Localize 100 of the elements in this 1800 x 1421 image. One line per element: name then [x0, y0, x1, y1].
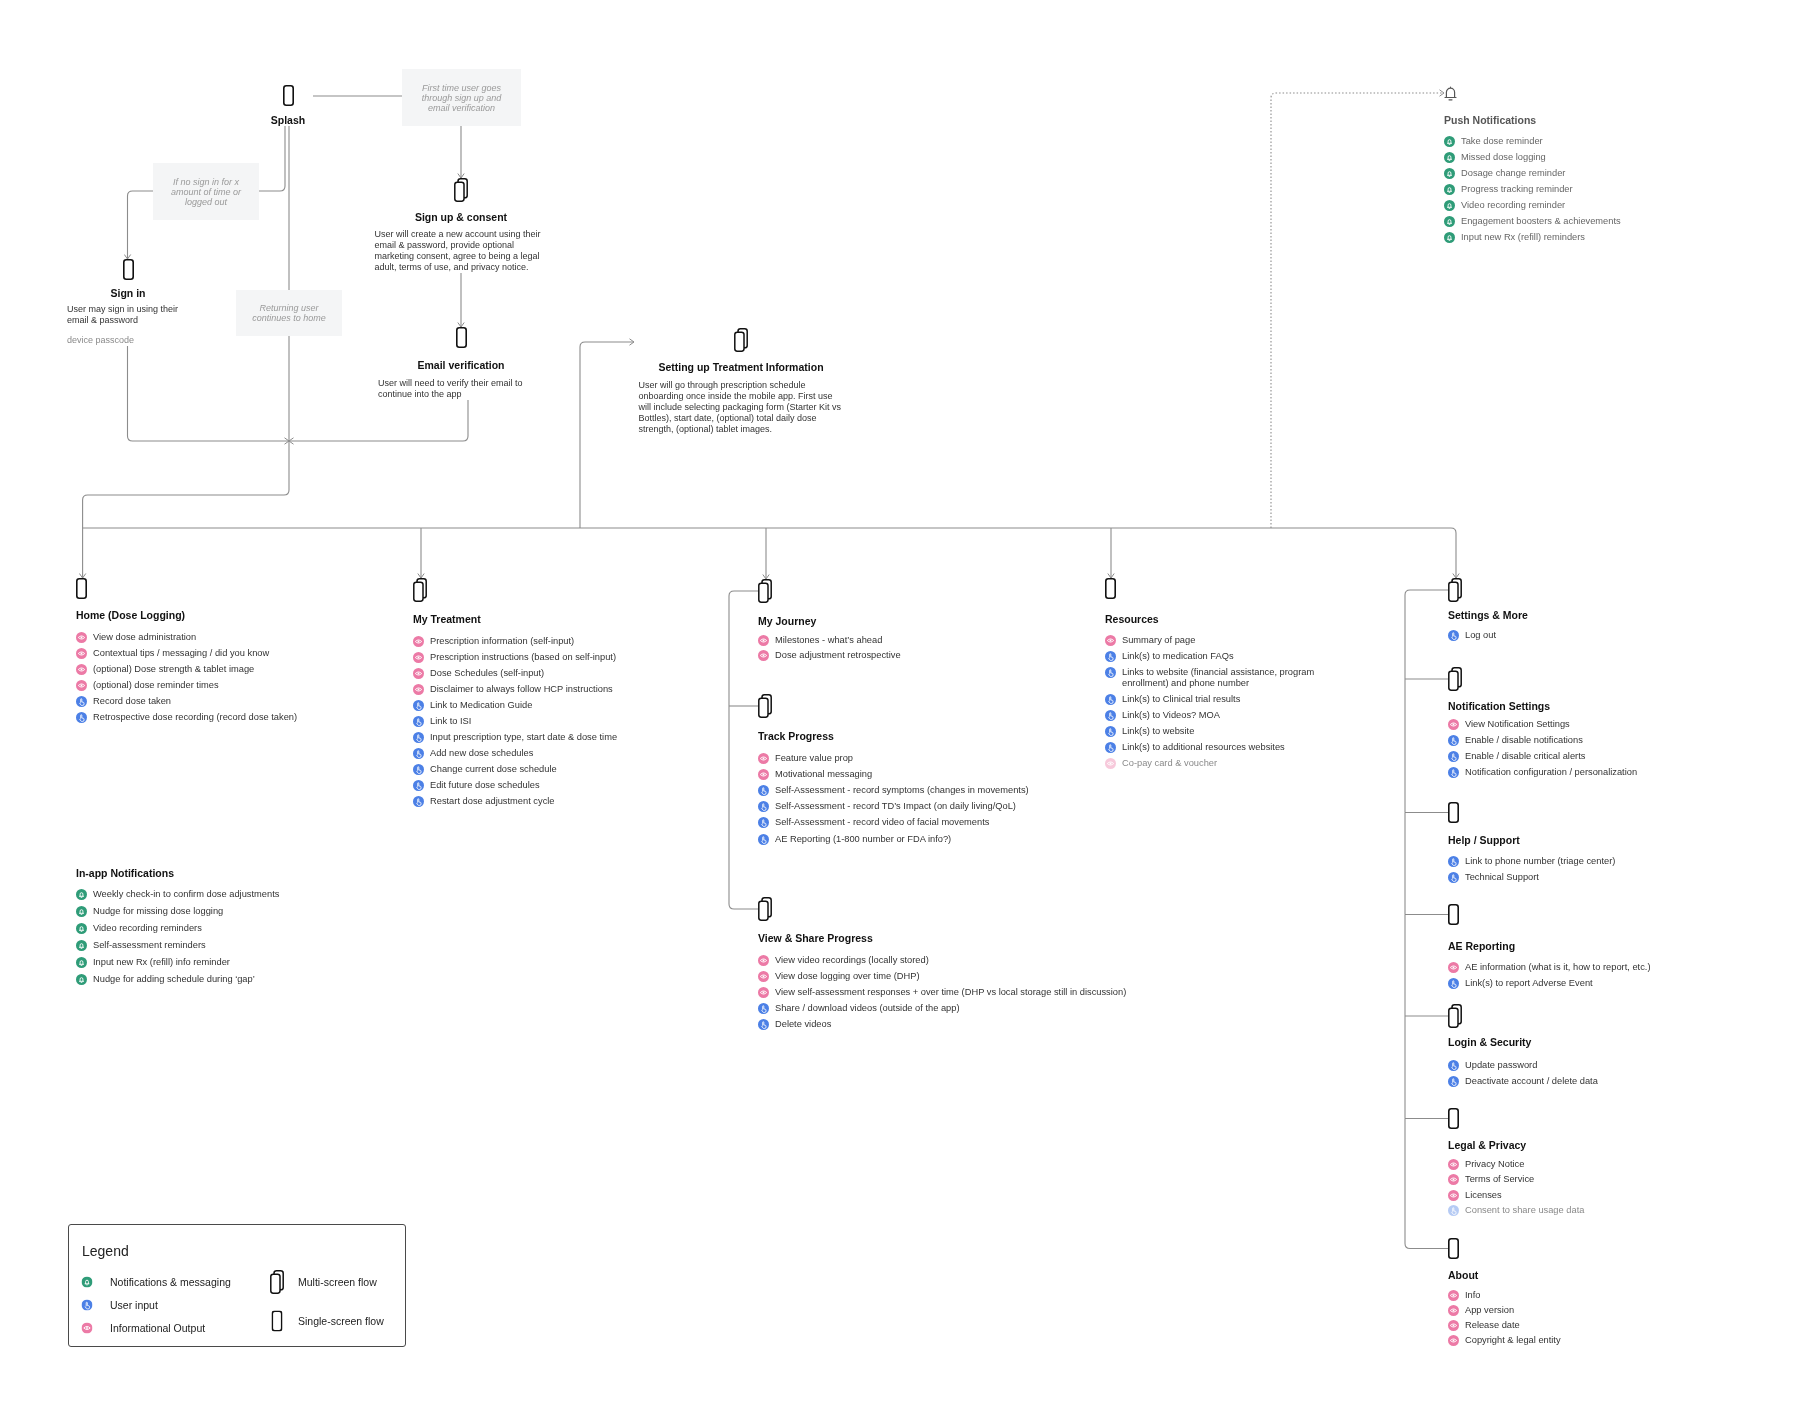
connector-line: [1404, 811, 1449, 814]
connector-line: [1404, 678, 1449, 680]
list-item: Video recording reminder: [1461, 199, 1566, 211]
list-item: Missed dose logging: [1461, 151, 1546, 163]
list-item: Link(s) to website: [1122, 725, 1195, 737]
screen-title: About: [1448, 1269, 1479, 1281]
list-item: (optional) Dose strength & tablet image: [93, 663, 255, 675]
list-item: Link(s) to Videos? MOA: [1122, 709, 1220, 721]
list-item: Licenses: [1465, 1189, 1502, 1201]
list-item: Restart dose adjustment cycle: [430, 795, 555, 807]
arrow: [457, 272, 465, 328]
arrow: [78, 527, 87, 579]
list-item: Link to ISI: [430, 715, 472, 727]
connector-line: [1404, 1015, 1406, 1120]
list-item: Nudge for missing dose logging: [93, 906, 224, 917]
legend-title: Legend: [82, 1243, 129, 1259]
screen-title: My Journey: [758, 615, 817, 627]
list-item: Input new Rx (refill) info reminder: [93, 957, 230, 968]
connector-line: [82, 527, 422, 529]
list-item: Dosage change reminder: [1461, 167, 1566, 179]
list-item: Link(s) to report Adverse Event: [1465, 977, 1593, 989]
list-item: Dose adjustment retrospective: [775, 650, 901, 661]
list-item: Privacy Notice: [1465, 1159, 1525, 1171]
list-item: View dose logging over time (DHP): [775, 970, 920, 982]
screen-title: Sign in: [110, 287, 146, 299]
screen-title: View & Share Progress: [758, 932, 873, 944]
list-item: Take dose reminder: [1461, 135, 1543, 147]
arrow: [1107, 527, 1115, 579]
list-item: Log out: [1465, 629, 1497, 641]
list-item: Enable / disable notifications: [1465, 734, 1583, 746]
list-item: Record dose taken: [93, 695, 172, 707]
list-item: Release date: [1465, 1320, 1520, 1331]
screen-title: Notification Settings: [1448, 700, 1551, 712]
list-item: (optional) dose reminder times: [93, 679, 219, 691]
screen-title: Setting up Treatment Information: [658, 361, 824, 373]
list-item: Nudge for adding schedule during ‘gap’: [93, 974, 255, 985]
arrow: [126, 345, 290, 445]
list-item: Links to website (financial assistance, program enrollment) and phone number: [1122, 666, 1316, 689]
list-item: App version: [1465, 1305, 1515, 1316]
list-item: Info: [1465, 1290, 1481, 1301]
list-item: Consent to share usage data: [1465, 1205, 1585, 1217]
list-item: View dose administration: [93, 631, 197, 643]
screen-title: Resources: [1105, 613, 1159, 625]
screen-title: AE Reporting: [1448, 940, 1516, 952]
list-item: Engagement boosters & achievements: [1461, 215, 1621, 227]
list-item: Disclaimer to always follow HCP instructions: [430, 683, 613, 695]
arrow: [417, 527, 425, 579]
screen-title: Splash: [270, 114, 306, 126]
connector-line: [1110, 527, 1272, 529]
list-item: Prescription information (self-input): [430, 635, 575, 647]
list-item: AE information (what is it, how to report, etc.): [1465, 961, 1651, 973]
connector-line: [1404, 811, 1406, 916]
list-item: Terms of Service: [1465, 1174, 1535, 1186]
description-text: User will go through prescription schedule onboarding once inside the mobile app. First use will include selecting packaging form (Starter Kit vs Bottles), start date, (optional) total daily dose strength, (optional) tablet images.: [638, 380, 843, 435]
legend-label: Notifications & messaging: [110, 1276, 231, 1288]
list-item: Progress tracking reminder: [1461, 183, 1573, 195]
list-item: Input new Rx (refill) reminders: [1461, 231, 1585, 243]
connector-line: [1404, 1117, 1449, 1120]
list-item: Self-Assessment - record symptoms (changes in movements): [775, 784, 1029, 796]
list-item: Link to phone number (triage center): [1465, 855, 1616, 867]
list-item: Change current dose schedule: [430, 763, 557, 775]
arrow: [1270, 527, 1460, 579]
arrow: [579, 338, 635, 529]
legend-label: Single-screen flow: [298, 1315, 384, 1327]
list-item: Video recording reminders: [93, 923, 202, 934]
list-item: Weekly check-in to confirm dose adjustments: [93, 889, 280, 900]
connector-line: [1404, 913, 1406, 1017]
edge-label: First time user goes through sign up and email verification: [402, 69, 521, 126]
legend-label: User input: [110, 1299, 158, 1311]
screen-title: Sign up & consent: [414, 211, 508, 223]
description-text: User will need to verify their email to continue into the app: [378, 378, 524, 400]
list-item: Milestones - what’s ahead: [775, 635, 883, 646]
list-item: Add new dose schedules: [430, 747, 534, 759]
list-item: View video recordings (locally stored): [775, 954, 929, 966]
screen-title: Track Progress: [758, 730, 834, 742]
screen-title: Email verification: [417, 359, 505, 371]
list-item: View Notification Settings: [1465, 718, 1570, 730]
list-item: Link(s) to additional resources websites: [1122, 741, 1285, 753]
screen-title: Home (Dose Logging): [76, 609, 186, 621]
edge-label: If no sign in for x amount of time or logged out: [153, 163, 259, 220]
list-item: Delete videos: [775, 1018, 832, 1030]
connector-line: [82, 440, 290, 529]
list-item: Copyright & legal entity: [1465, 1335, 1561, 1346]
list-item: Prescription instructions (based on self-input): [430, 651, 617, 663]
list-item: AE Reporting (1-800 number or FDA info?): [775, 833, 952, 845]
list-item: Self-assessment reminders: [93, 940, 206, 951]
list-item: Motivational messaging: [775, 768, 873, 780]
screen-title: Push Notifications: [1444, 114, 1537, 126]
screen-title: Settings & More: [1448, 609, 1528, 621]
list-item: Deactivate account / delete data: [1465, 1075, 1598, 1087]
description-text: User will create a new account using their email & password, provide optional marketing consent, agree to being a legal adult, terms of use, and privacy notice.: [374, 229, 542, 273]
connector-line: [728, 705, 759, 910]
list-item: Summary of page: [1122, 634, 1196, 646]
list-item: Link(s) to Clinical trial results: [1122, 693, 1241, 705]
connector-line: [765, 527, 1112, 529]
arrow: [1270, 89, 1445, 529]
edge-label: Returning user continues to home: [236, 290, 342, 336]
legend-label: Multi-screen flow: [298, 1276, 377, 1288]
list-item: Input prescription type, start date & dose time: [430, 731, 618, 743]
legend-label: Informational Output: [110, 1322, 206, 1334]
